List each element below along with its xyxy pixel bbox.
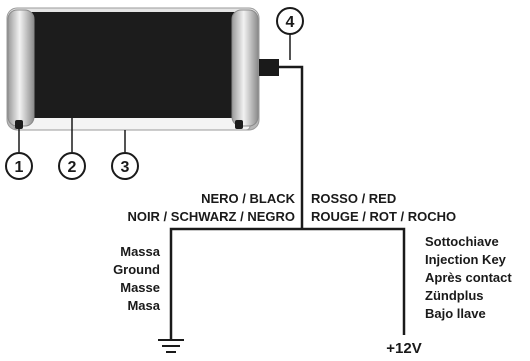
connector bbox=[259, 59, 279, 76]
ground-label: Masse bbox=[120, 280, 160, 295]
ground-label: Ground bbox=[113, 262, 160, 277]
red-wire-label-line2: ROUGE / ROT / ROCHO bbox=[311, 209, 456, 224]
ground-label: Masa bbox=[127, 298, 160, 313]
callout-3-number: 3 bbox=[121, 159, 130, 176]
device-right-cap bbox=[231, 9, 259, 127]
power-label: +12V bbox=[386, 340, 421, 357]
ground-label: Massa bbox=[120, 244, 161, 259]
black-wire-label-line1: NERO / BLACK bbox=[201, 191, 296, 206]
ignition-label: Bajo llave bbox=[425, 306, 486, 321]
device-left-cap bbox=[7, 9, 35, 127]
device-bottom-trim bbox=[13, 115, 251, 131]
callout-1-number: 1 bbox=[15, 159, 24, 176]
ignition-labels: Sottochiave Injection Key Après contact … bbox=[425, 234, 512, 321]
callout-2-number: 2 bbox=[68, 159, 77, 176]
callout-2: 2 bbox=[58, 152, 86, 180]
callout-3: 3 bbox=[111, 152, 139, 180]
callout-4: 4 bbox=[276, 7, 304, 35]
red-wire bbox=[302, 227, 406, 335]
callout-4-number: 4 bbox=[286, 14, 295, 31]
ignition-label: Sottochiave bbox=[425, 234, 499, 249]
black-wire bbox=[169, 227, 302, 340]
ignition-label: Injection Key bbox=[425, 252, 507, 267]
device-right-foot bbox=[235, 120, 243, 129]
red-wire-label-line1: ROSSO / RED bbox=[311, 191, 396, 206]
callout-1: 1 bbox=[5, 152, 33, 180]
ignition-label: Après contact bbox=[425, 270, 512, 285]
black-wire-label-line2: NOIR / SCHWARZ / NEGRO bbox=[127, 209, 295, 224]
ground-icon bbox=[158, 339, 184, 353]
ignition-label: Zündplus bbox=[425, 288, 484, 303]
cable bbox=[279, 65, 304, 229]
device-body bbox=[30, 12, 236, 118]
device bbox=[6, 7, 260, 131]
ground-labels: Massa Ground Masse Masa bbox=[113, 244, 161, 313]
